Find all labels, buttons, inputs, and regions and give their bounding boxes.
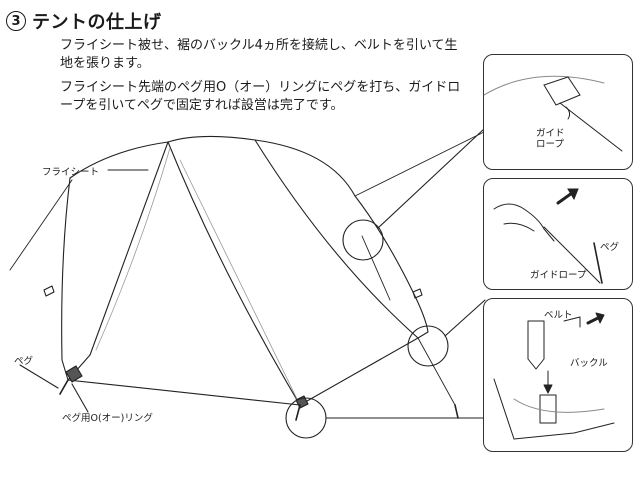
buckle-detail-drawing: [493, 312, 615, 440]
peg-ring-label: ペグ用O(オー)リング: [62, 413, 153, 424]
section-heading: 3 テントの仕上げ: [6, 8, 162, 34]
detail-panel-guy-rope: ガイド ロープ: [483, 54, 633, 170]
peg-label: ペグ: [14, 356, 34, 367]
section-title: テントの仕上げ: [32, 12, 162, 33]
flysheet-label: フライシート: [42, 167, 100, 178]
guy-rope-detail-drawing: [484, 75, 623, 152]
buckle-label: バックル: [570, 358, 608, 369]
detail-panel-peg: ペグ ガイドロープ: [483, 178, 633, 290]
instruction-paragraph-2: フライシート先端のペグ用O（オー）リングにペグを打ち、ガイドロープを引いてペグで…: [60, 80, 461, 113]
guide-rope-label-line2: ロープ: [536, 139, 564, 150]
step-number-badge: 3: [6, 11, 26, 31]
guide-rope-label-line1: ガイド: [536, 128, 565, 139]
peg-detail-label: ペグ: [600, 242, 620, 253]
instruction-paragraph-1: フライシート被せ、裾のバックル4ヵ所を接続し、ベルトを引いて生地を張ります。: [60, 38, 458, 71]
belt-label: ベルト: [544, 310, 573, 321]
guide-rope-detail-label: ガイドロープ: [530, 270, 587, 281]
detail-panel-buckle: ベルト バックル: [483, 298, 633, 452]
peg-detail-drawing: [493, 188, 603, 284]
